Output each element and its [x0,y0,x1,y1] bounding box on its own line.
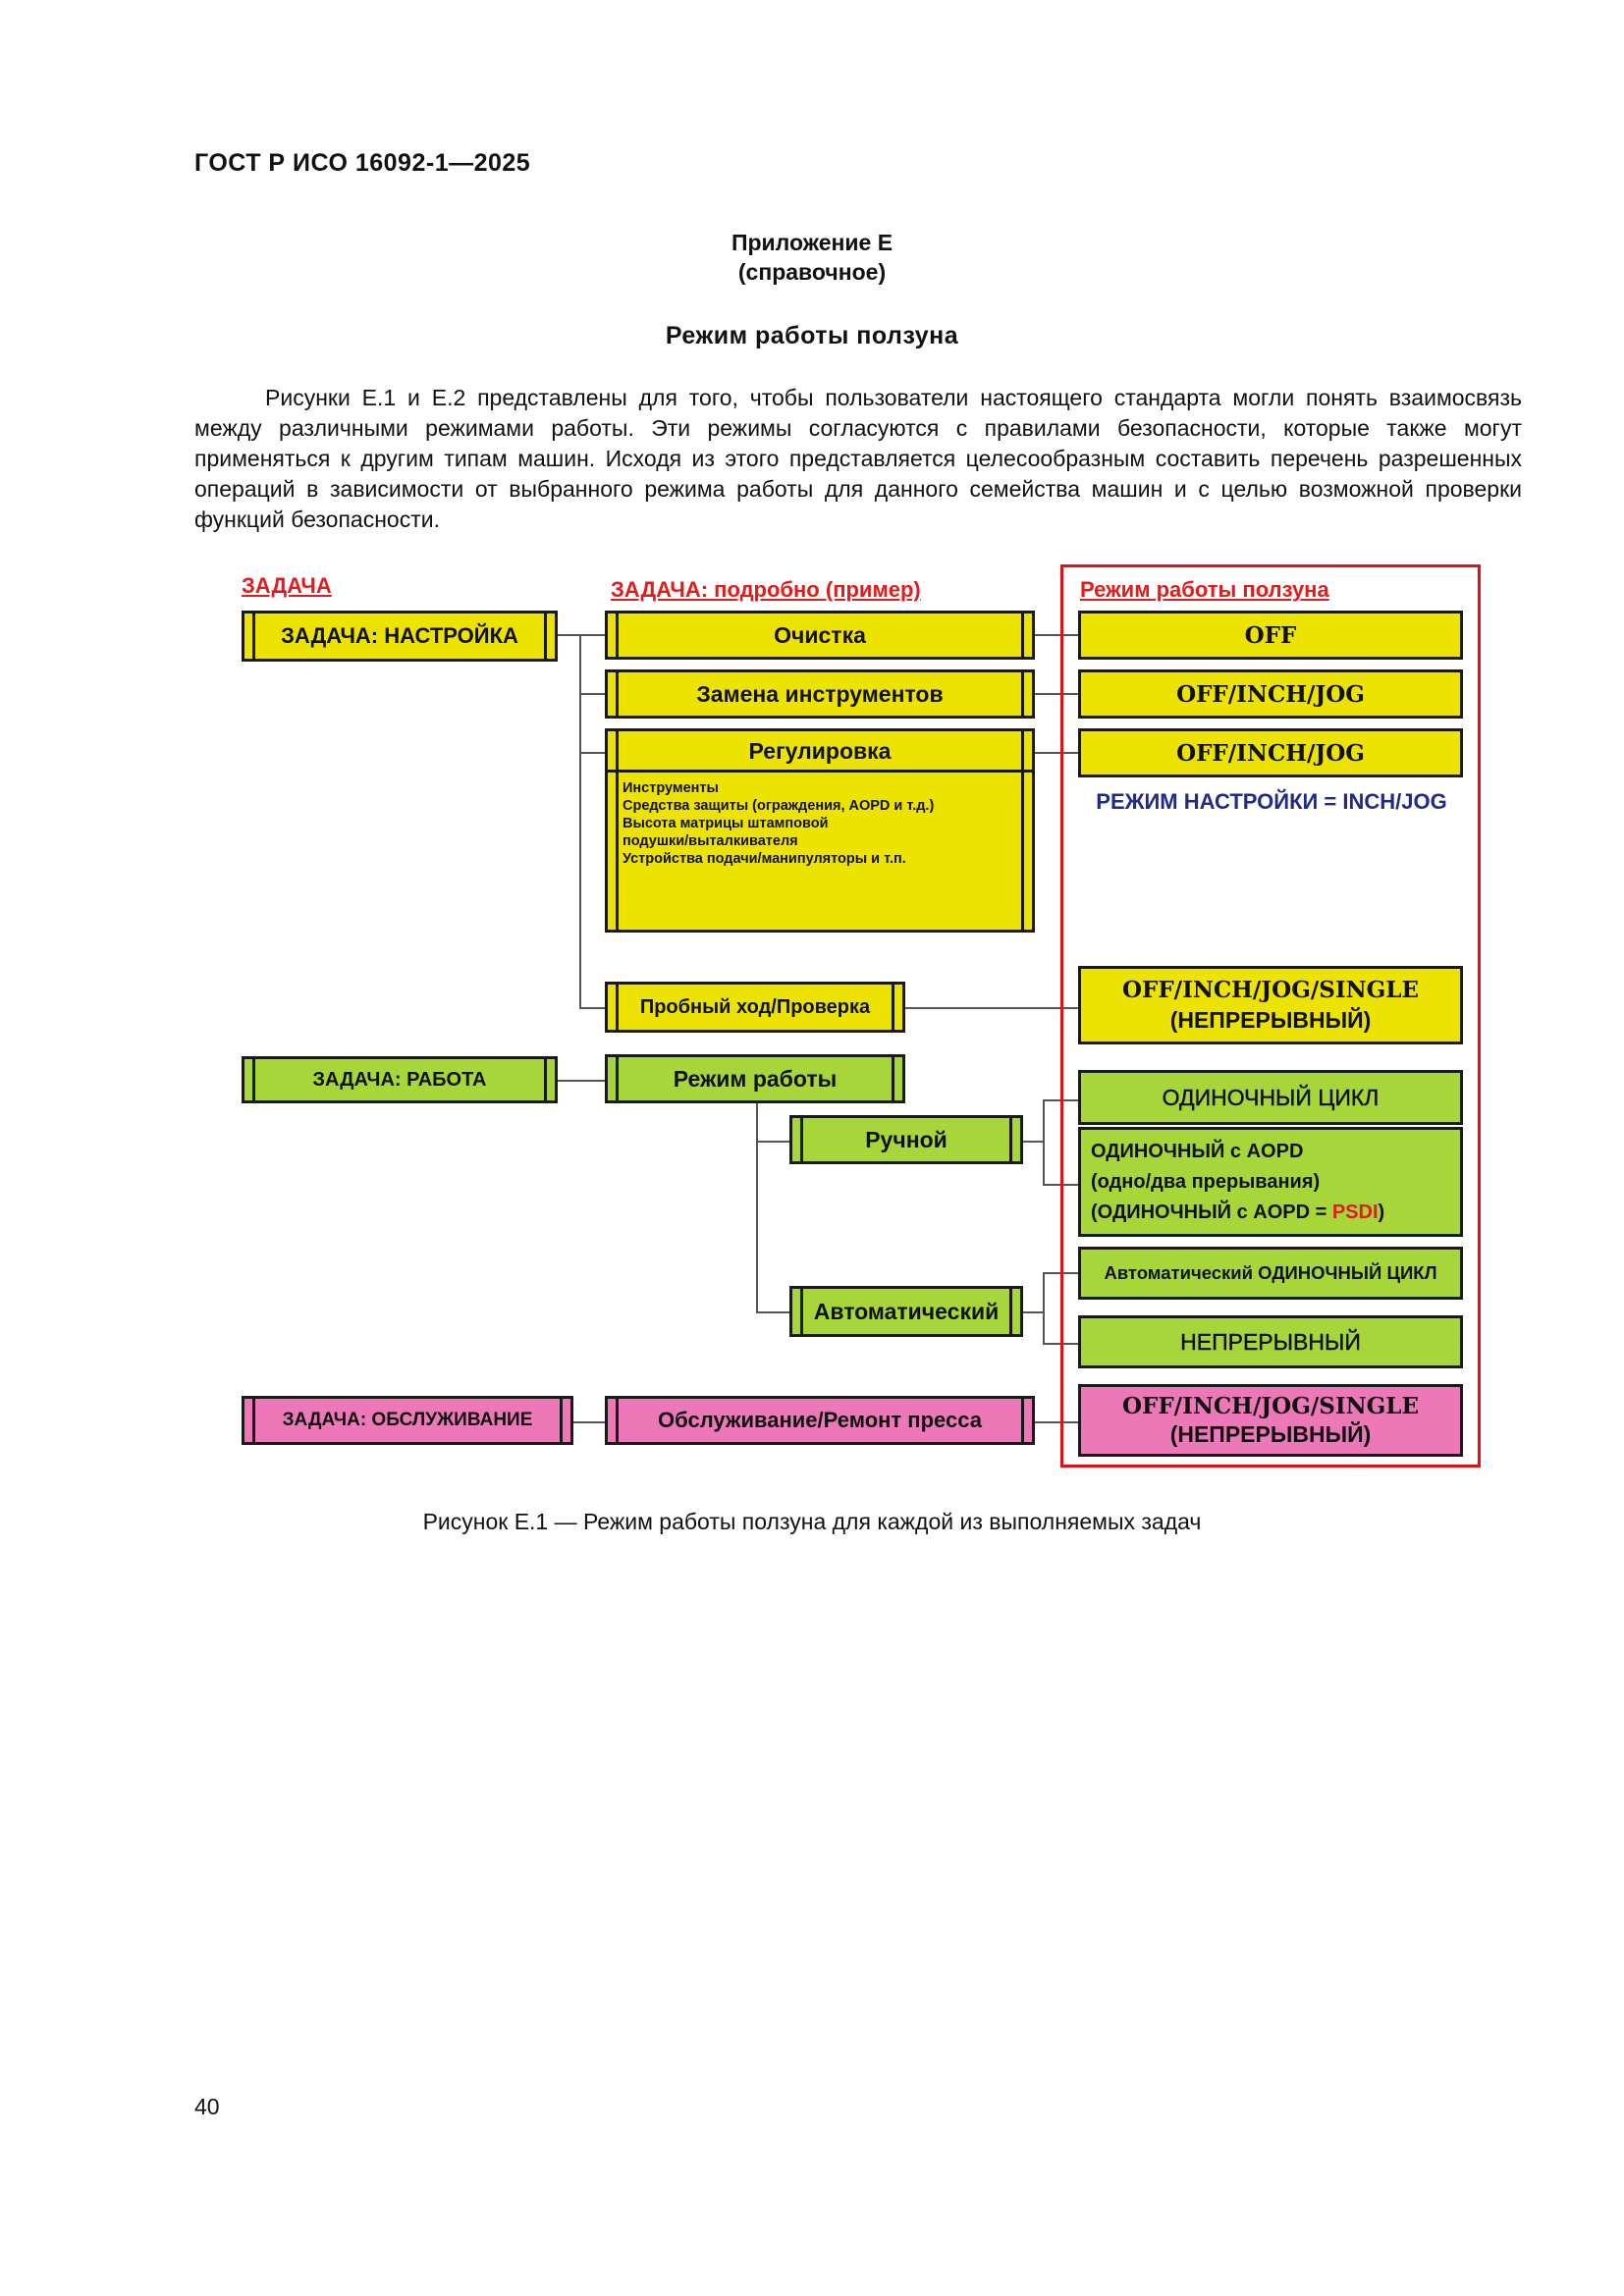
mode-service-line1: OFF/INCH/JOG/SINGLE [1121,1393,1419,1419]
mode-auto-single: Автоматический ОДИНОЧНЫЙ ЦИКЛ [1078,1247,1463,1300]
aopd-line3: (ОДИНОЧНЫЙ с AOPD = PSDI) [1091,1198,1384,1228]
detail-work-mode: Режим работы [605,1054,905,1103]
mode-column-frame [1060,564,1481,1468]
setup-mode-note: РЕЖИМ НАСТРОЙКИ = INCH/JOG [1096,789,1447,814]
mode-service-line2: (НЕПРЕРЫВНЫЙ) [1169,1421,1372,1447]
detail-cleaning: Очистка [605,611,1035,660]
psdi-label: PSDI [1331,1201,1379,1223]
detail-manual: Ручной [789,1115,1023,1164]
connector [579,634,581,1007]
connector [1033,634,1078,636]
header-detail: ЗАДАЧА: подробно (пример) [611,577,921,602]
connector [1021,1311,1043,1313]
mode-service: OFF/INCH/JOG/SINGLE (НЕПРЕРЫВНЫЙ) [1078,1384,1463,1457]
document-header: ГОСТ Р ИСО 16092-1—2025 [194,149,531,177]
detail-automatic: Автоматический [789,1286,1023,1337]
slide-mode-diagram: ЗАДАЧА ЗАДАЧА: подробно (пример) Режим р… [242,564,1481,1468]
adjustment-items: Инструменты Средства защиты (ограждения,… [623,779,934,868]
page-number: 40 [194,2094,220,2119]
header-task: ЗАДАЧА [242,573,332,598]
aopd-line1: ОДИНОЧНЫЙ с AOPD [1091,1140,1304,1162]
adjustment-item: подушки/выталкивателя [623,833,798,849]
aopd-line2: (одно/два прерывания) [1091,1170,1321,1193]
mode-single-cycle: ОДИНОЧНЫЙ ЦИКЛ [1078,1070,1463,1125]
adjustment-divider [605,770,1035,773]
detail-trial: Пробный ход/Проверка [605,982,905,1033]
connector [569,1421,605,1423]
adjustment-item: Высота матрицы штамповой [623,816,829,831]
adjustment-item: Средства защиты (ограждения, AOPD и т.д.… [623,798,935,814]
adjustment-title: Регулировка [748,738,892,764]
connector [1021,1141,1043,1143]
connector [1043,1272,1045,1343]
connector [756,1311,789,1313]
intro-text: Рисунки Е.1 и Е.2 представлены для того,… [194,385,1522,532]
mode-trial-line2: (НЕПРЕРЫВНЫЙ) [1169,1007,1372,1033]
annex-type: (справочное) [737,259,887,285]
mode-continuous: НЕПРЕРЫВНЫЙ [1078,1315,1463,1368]
task-setup: ЗАДАЧА: НАСТРОЙКА [242,611,558,662]
annex-title: Приложение Е [731,230,893,255]
task-work: ЗАДАЧА: РАБОТА [242,1056,558,1103]
mode-trial-line1: OFF/INCH/JOG/SINGLE [1121,977,1419,1003]
connector [1043,1099,1045,1184]
detail-service: Обслуживание/Ремонт пресса [605,1396,1035,1445]
mode-single-aopd: ОДИНОЧНЫЙ с AOPD (одно/два прерывания) (… [1078,1127,1463,1237]
adjustment-item: Устройства подачи/манипуляторы и т.п. [623,851,906,867]
aopd-line3-prefix: (ОДИНОЧНЫЙ с AOPD = [1091,1201,1332,1223]
connector [1033,1421,1078,1423]
mode-off: OFF [1078,611,1463,660]
task-service: ЗАДАЧА: ОБСЛУЖИВАНИЕ [242,1396,573,1445]
connector [554,1080,605,1082]
connector [1033,693,1078,695]
mode-trial: OFF/INCH/JOG/SINGLE (НЕПРЕРЫВНЫЙ) [1078,966,1463,1044]
intro-paragraph: Рисунки Е.1 и Е.2 представлены для того,… [194,383,1522,535]
detail-tool-change: Замена инструментов [605,669,1035,719]
connector [1033,752,1078,754]
mode-off-inch-jog: OFF/INCH/JOG [1078,728,1463,777]
mode-off-inch-jog: OFF/INCH/JOG [1078,669,1463,719]
connector [756,1095,758,1311]
detail-adjustment: Регулировка [605,728,1035,933]
connector [579,752,605,754]
connector [579,693,605,695]
header-mode: Режим работы ползуна [1080,577,1329,602]
connector [756,1141,789,1143]
connector [901,1007,1078,1009]
figure-caption: Рисунок Е.1 — Режим работы ползуна для к… [422,1509,1202,1534]
aopd-line3-suffix: ) [1378,1201,1385,1223]
connector [579,1007,605,1009]
section-title: Режим работы ползуна [665,322,959,349]
adjustment-item: Инструменты [623,780,719,796]
